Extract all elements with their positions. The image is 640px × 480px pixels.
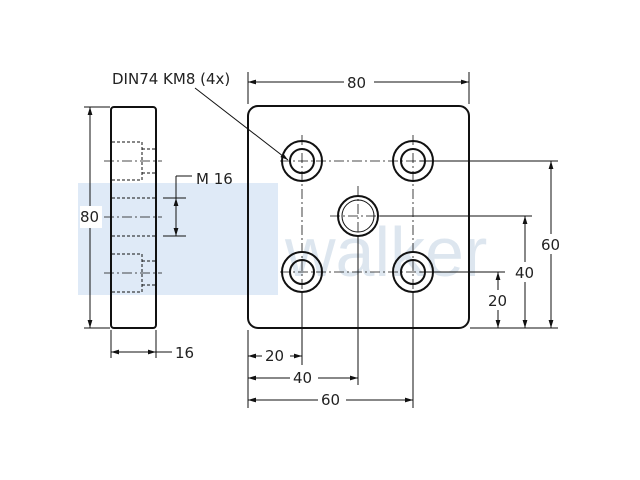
side-view	[104, 106, 162, 329]
thread-label: M 16	[196, 170, 233, 188]
fastener-leader	[194, 87, 289, 161]
hidden-hole-top	[112, 141, 155, 181]
dim-right-ext-lines	[380, 160, 558, 329]
hidden-hole-center	[112, 197, 155, 237]
dim-label-60-bottom: 60	[321, 391, 340, 409]
dim-label-20-bottom: 20	[265, 347, 284, 365]
dim-label-width: 80	[347, 74, 366, 92]
dim-bottom-ext-lines	[247, 236, 414, 408]
watermark-text: walker	[284, 213, 487, 291]
side-centerlines	[104, 160, 162, 274]
dim-label-height-left: 80	[80, 208, 99, 226]
counterbore-hole-top-left	[281, 140, 323, 182]
dim-thickness	[110, 330, 172, 358]
dim-label-20-right: 20	[488, 292, 507, 310]
thickness-label: 16	[175, 344, 194, 362]
side-view-body	[110, 106, 157, 329]
dim-label-60-right: 60	[541, 236, 560, 254]
fastener-label: DIN74 KM8 (4x)	[112, 70, 230, 88]
dim-label-40-right: 40	[515, 264, 534, 282]
dim-label-40-bottom: 40	[293, 369, 312, 387]
thread-callout	[163, 175, 192, 237]
hidden-hole-bottom	[112, 253, 155, 293]
